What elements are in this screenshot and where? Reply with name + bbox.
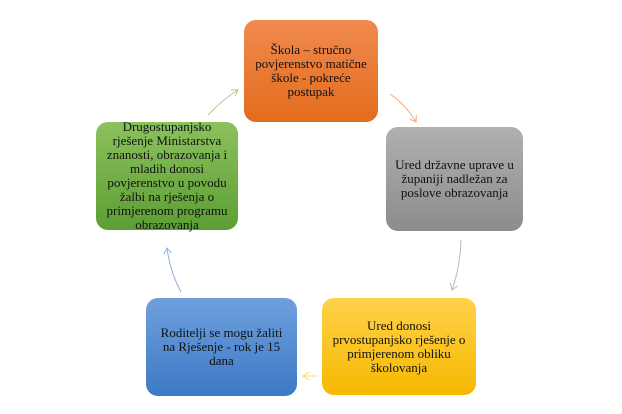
- step-text: Roditelji se mogu žaliti na Rješenje - r…: [160, 325, 283, 368]
- step-ministry-decision: Drugostupanjsko rješenje Ministarstva zn…: [96, 119, 238, 232]
- arrow-1-to-2: [389, 93, 416, 122]
- step-text: Drugostupanjsko rješenje Ministarstva zn…: [106, 119, 228, 232]
- step-text: Ured državne uprave u županiji nadležan …: [395, 157, 514, 200]
- step-text: Ured donosi prvostupanjsko rješenje o pr…: [332, 317, 466, 375]
- arrow-2-to-3: [452, 239, 462, 290]
- step-school-commission: Škola – stručno povjerenstvo matične ško…: [244, 20, 378, 122]
- arrow-5-to-1: [207, 90, 238, 116]
- step-parents-appeal: Roditelji se mogu žaliti na Rješenje - r…: [146, 298, 297, 396]
- step-text: Škola – stručno povjerenstvo matične ško…: [255, 42, 367, 99]
- step-first-instance-decision: Ured donosi prvostupanjsko rješenje o pr…: [322, 298, 476, 395]
- arrow-4-to-5: [167, 248, 182, 293]
- step-state-office: Ured državne uprave u županiji nadležan …: [386, 127, 523, 231]
